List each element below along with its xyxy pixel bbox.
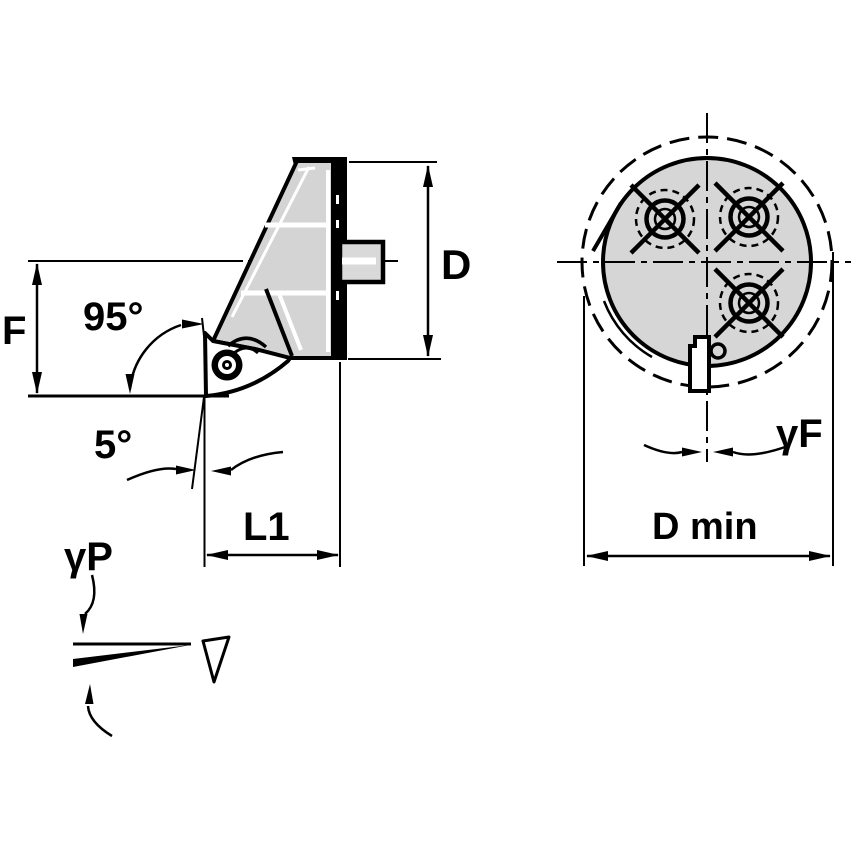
clamp-screw-top-right xyxy=(713,181,785,253)
gamma-p-annotation xyxy=(79,574,113,738)
insert-tip-detail xyxy=(201,635,231,684)
tool-body xyxy=(210,159,347,360)
label-dmin: D min xyxy=(652,506,758,548)
body-highlight-lines xyxy=(230,166,339,352)
front-view: γF D min xyxy=(557,113,851,566)
label-gammap: γP xyxy=(64,535,113,579)
front-centerlines xyxy=(557,113,851,462)
gamma-f-annotation xyxy=(643,443,789,457)
label-5deg: 5° xyxy=(94,423,132,467)
side-view: F 95° 5° L1 D xyxy=(2,157,471,567)
body-inner-arc xyxy=(602,300,653,359)
lead-angle-annotation xyxy=(125,319,204,394)
rake-detail-view: γP xyxy=(64,535,231,738)
pocket-seam-line xyxy=(264,288,294,357)
clamp-screw-top-left xyxy=(629,183,701,255)
dmin-extension-lines xyxy=(583,252,834,566)
rake-face-wedge xyxy=(73,645,190,667)
body-flat-edge xyxy=(591,201,623,253)
chipbreaker-arcs xyxy=(226,336,268,355)
insert-screw xyxy=(211,349,243,381)
label-l1: L1 xyxy=(243,505,290,549)
insert-notch xyxy=(688,335,711,393)
clearance-angle-annotation xyxy=(126,450,284,482)
label-gammaf: γF xyxy=(776,412,823,456)
clamp-screw-bottom-right xyxy=(713,267,785,339)
label-f: F xyxy=(2,309,26,353)
coolant-hole xyxy=(709,342,727,360)
label-95deg: 95° xyxy=(83,295,144,339)
reference-lines xyxy=(28,161,441,567)
label-d: D xyxy=(441,241,471,288)
